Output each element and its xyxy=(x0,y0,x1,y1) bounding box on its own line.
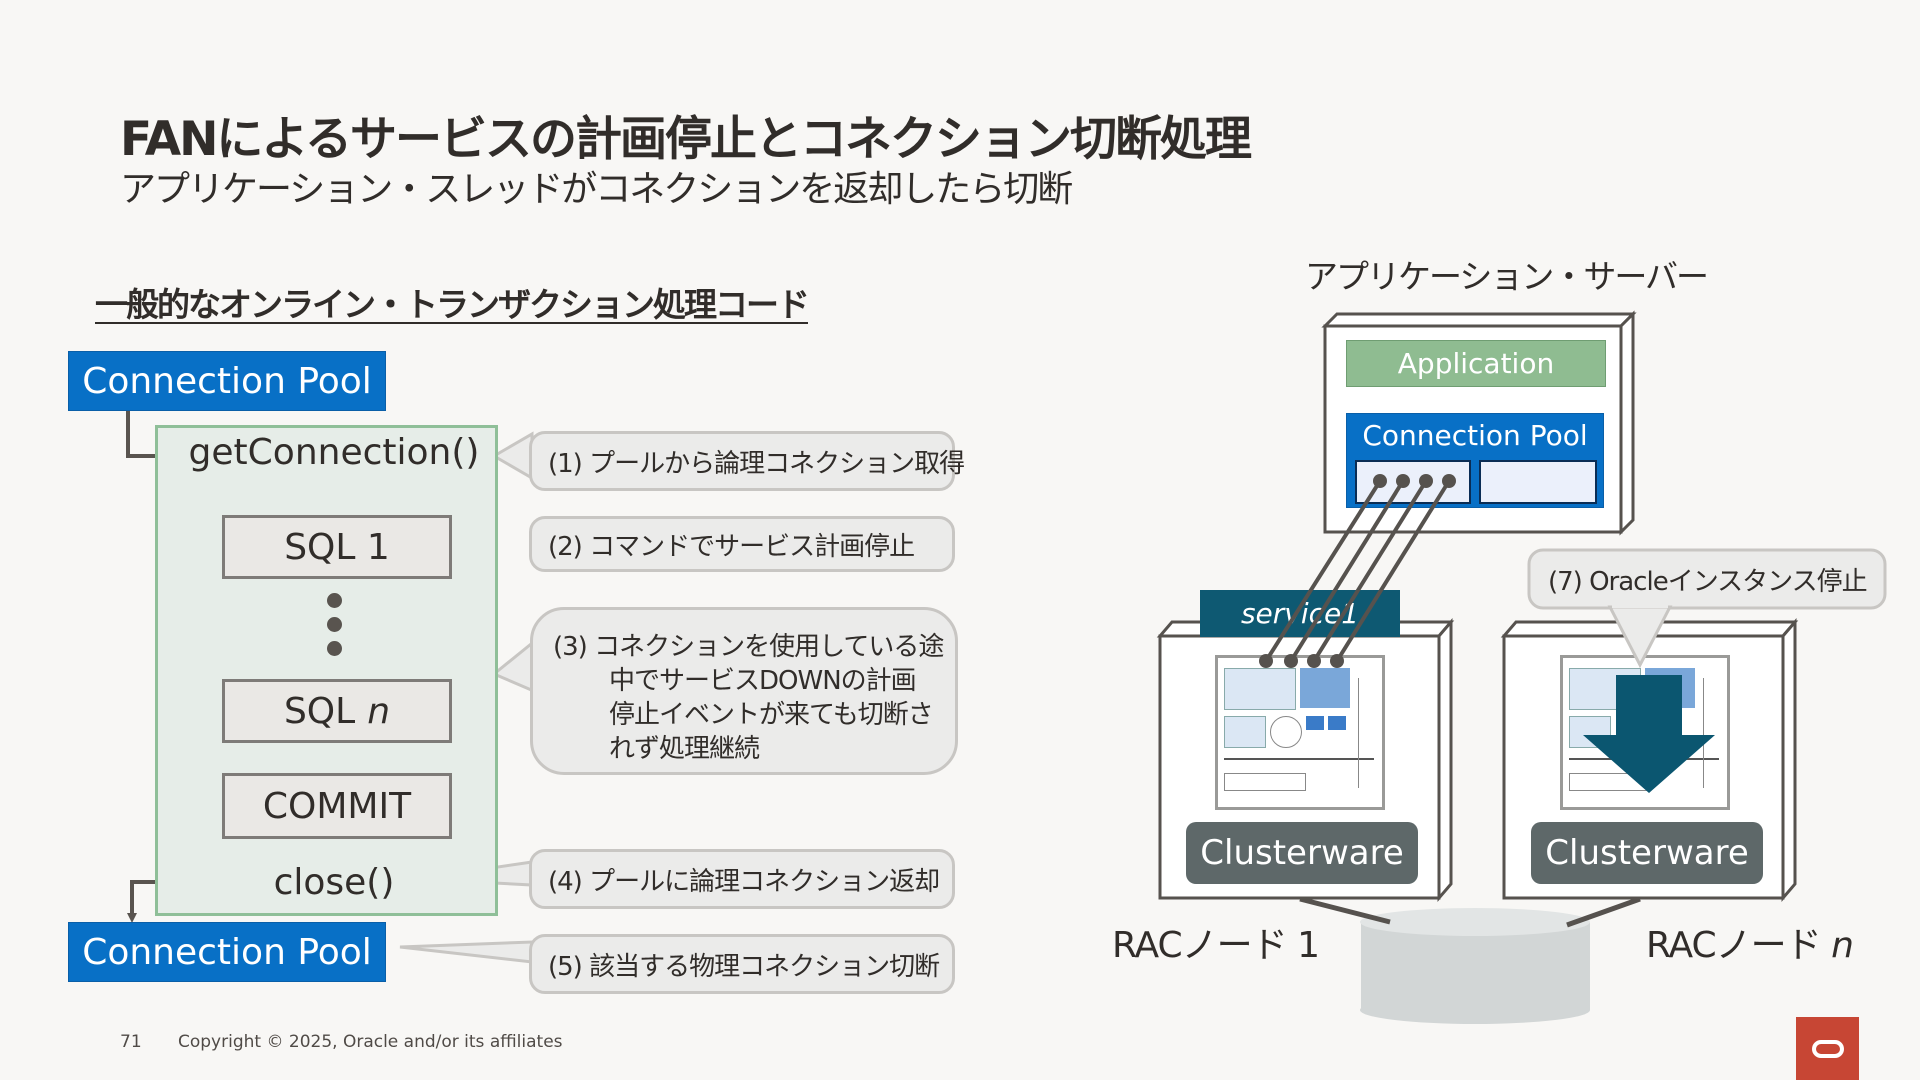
page-number: 71 xyxy=(120,1032,142,1052)
callout-3: (3) コネクションを使用している途 中でサービスDOWNの計画 停止イベントが… xyxy=(530,607,958,775)
connection-pool-top: Connection Pool xyxy=(68,351,386,411)
clusterware-node-n: Clusterware xyxy=(1531,822,1763,884)
callout-7-tail xyxy=(1607,605,1673,669)
callout-3-line-1: (3) コネクションを使用している途 xyxy=(553,632,944,662)
callout-7-text: (7) Oracleインスタンス停止 xyxy=(1548,566,1868,597)
rac-node-n-variable: n xyxy=(1831,925,1854,966)
sql-n-prefix: SQL xyxy=(283,690,356,732)
rac-node-n-prefix: RACノード xyxy=(1646,925,1822,966)
application-box: Application xyxy=(1346,340,1606,387)
oracle-logo-icon xyxy=(1796,1017,1859,1080)
node-1-storage-link xyxy=(1299,896,1391,925)
code-section-heading: 一般的なオンライン・トランザクション処理コード xyxy=(95,285,810,324)
slide-subtitle: アプリケーション・スレッドがコネクションを返却したら切断 xyxy=(120,169,1073,210)
commit-box: COMMIT xyxy=(222,773,452,839)
app-connection-pool: Connection Pool xyxy=(1346,413,1604,508)
callout-4-text: (4) プールに論理コネクション返却 xyxy=(548,866,940,897)
sql-1-label: SQL 1 xyxy=(284,526,390,568)
slide-title: FANによるサービスの計画停止とコネクション切断処理 xyxy=(120,112,1252,167)
callout-4: (4) プールに論理コネクション返却 xyxy=(529,849,955,909)
callout-3-line-4: れず処理継続 xyxy=(609,734,760,764)
callout-2: (2) コマンドでサービス計画停止 xyxy=(529,516,955,572)
storage-cylinder-body xyxy=(1361,922,1590,1010)
ellipsis-dot-3 xyxy=(327,641,342,656)
callout-5-text: (5) 該当する物理コネクション切断 xyxy=(548,951,940,982)
callout-2-text: (2) コマンドでサービス計画停止 xyxy=(548,531,915,562)
app-server-label: アプリケーション・サーバー xyxy=(1305,257,1709,296)
ellipsis-dot-1 xyxy=(327,593,342,608)
node-n-storage-link xyxy=(1566,896,1641,928)
callout-3-line-2: 中でサービスDOWNの計画 xyxy=(609,666,917,696)
get-connection-label: getConnection() xyxy=(188,432,480,473)
clusterware-node-1: Clusterware xyxy=(1186,822,1418,884)
callout-7-box xyxy=(1527,548,1887,610)
ellipsis-dot-2 xyxy=(327,617,342,632)
callout-3-line-3: 停止イベントが来ても切断さ xyxy=(609,700,934,730)
callout-1-text: (1) プールから論理コネクション取得 xyxy=(548,448,965,479)
storage-cylinder-bottom xyxy=(1360,996,1590,1024)
rac-node-1-label: RACノード 1 xyxy=(1112,925,1320,966)
copyright-notice: Copyright © 2025, Oracle and/or its affi… xyxy=(178,1032,563,1052)
close-label: close() xyxy=(273,862,395,903)
sql-n-box: SQL n xyxy=(222,679,452,743)
callout-5: (5) 該当する物理コネクション切断 xyxy=(529,934,955,994)
rac-node-1-screen xyxy=(1215,655,1385,810)
pool-slot-2 xyxy=(1479,460,1597,504)
storage-cylinder-top xyxy=(1360,908,1590,936)
sql-1-box: SQL 1 xyxy=(222,515,452,579)
commit-label: COMMIT xyxy=(262,785,412,827)
connection-pool-bottom: Connection Pool xyxy=(68,922,386,982)
rac-node-n-label: RACノード n xyxy=(1646,916,1854,968)
callout-1: (1) プールから論理コネクション取得 xyxy=(529,431,965,491)
callout-7: (7) Oracleインスタンス停止 xyxy=(1529,550,1885,608)
app-connection-pool-label: Connection Pool xyxy=(1362,419,1588,452)
sql-n-variable: n xyxy=(367,690,391,732)
instance-stop-arrow xyxy=(1583,675,1715,793)
